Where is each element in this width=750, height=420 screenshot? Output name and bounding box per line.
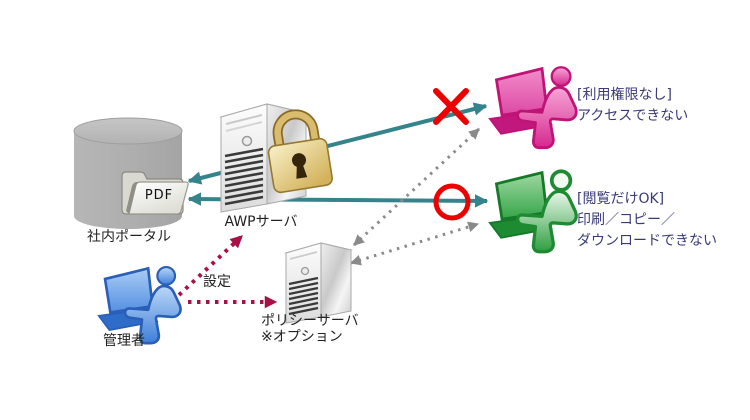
- policy-arrow-allowed-user: [349, 221, 480, 266]
- pdf-folder-icon: [121, 171, 189, 215]
- portal-label: 社内ポータル: [87, 229, 171, 245]
- padlock-icon: [267, 109, 333, 194]
- allowed-user-icon: [488, 169, 578, 254]
- admin-user-icon: [97, 265, 182, 345]
- circle-marker-icon: [433, 183, 471, 221]
- denied-user-note: [利用権限なし] アクセスできない: [577, 85, 688, 127]
- awp-server-label: AWPサーバ: [224, 214, 298, 230]
- viewonly-note-line1: [閲覧だけOK]: [577, 191, 665, 207]
- policy-server-label: ポリシーサーバ ※オプション: [261, 313, 359, 345]
- view-only-user-note: [閲覧だけOK] 印刷／コピー／ ダウンロードできない: [577, 189, 717, 252]
- denied-note-line1: [利用権限なし]: [577, 87, 672, 103]
- pdf-document-label: PDF: [144, 188, 174, 203]
- policy-server-note: ※オプション: [261, 329, 343, 345]
- x-marker-icon: [433, 88, 469, 125]
- viewonly-note-line3: ダウンロードできない: [577, 233, 717, 249]
- denied-note-line2: アクセスできない: [577, 108, 689, 124]
- policy-server-icon: [284, 242, 353, 324]
- config-label: 設定: [203, 274, 231, 290]
- admin-label: 管理者: [103, 333, 145, 349]
- config-arrows: [177, 234, 278, 309]
- policy-arrows: [349, 127, 481, 266]
- viewonly-note-line2: 印刷／コピー／: [577, 212, 675, 228]
- policy-server-name: ポリシーサーバ: [261, 313, 359, 329]
- denied-user-icon: [488, 66, 578, 150]
